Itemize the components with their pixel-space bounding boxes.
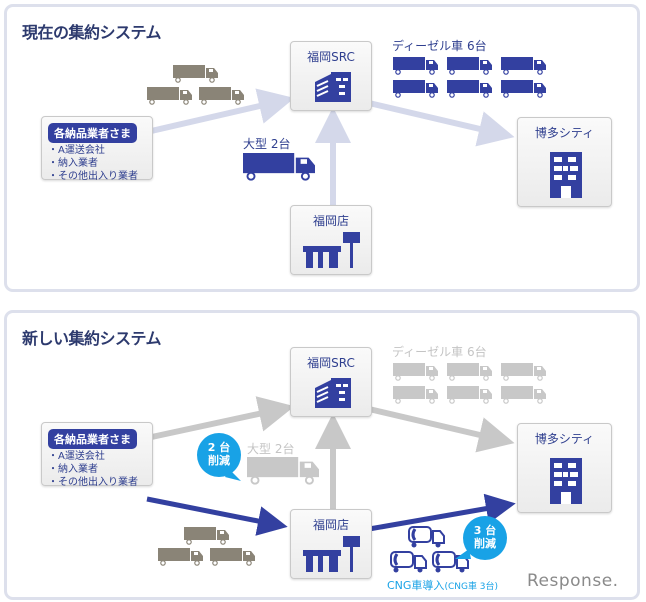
cng-truck-icon — [407, 525, 446, 549]
flow-arrows — [146, 362, 547, 574]
truck-icon — [500, 385, 547, 404]
large-truck-label: 大型 2台 — [247, 442, 295, 456]
truck-icon — [446, 362, 493, 381]
large-truck-icon — [242, 152, 316, 181]
office-building-icon — [550, 152, 582, 198]
bubble-text: 削減 — [474, 537, 496, 550]
office-building-icon — [550, 458, 582, 504]
vendor-item: ・納入業者 — [48, 158, 98, 169]
arrow-vendor-to-src — [146, 396, 295, 441]
factory-building-icon — [315, 378, 351, 408]
reduction-bubble-3: 3 台 削減 — [463, 516, 507, 560]
truck-icon — [146, 86, 193, 105]
panel-title: 新しい集約システム — [22, 329, 162, 348]
truck-icon — [392, 79, 439, 98]
panel-title: 現在の集約システム — [22, 23, 162, 42]
fukuoka-store-node: 福岡店 — [290, 205, 372, 275]
cng-label: CNG車導入(CNG車 3台) — [387, 577, 498, 593]
vendors-node: 各納品業者さま ・A運送会社 ・納入業者 ・その他出入り業者 — [41, 116, 153, 183]
vendor-item: ・納入業者 — [48, 464, 98, 475]
vendor-item: ・A運送会社 — [48, 145, 105, 156]
arrow-vendor-to-store — [146, 496, 288, 536]
factory-building-icon — [315, 72, 351, 102]
truck-icon — [446, 56, 493, 75]
arrow-src-to-city — [368, 100, 515, 147]
truck-icon — [172, 64, 219, 83]
fukuoka-src-node: 福岡SRC — [290, 41, 372, 111]
node-label: 福岡店 — [312, 214, 349, 228]
fukuoka-store-node: 福岡店 — [290, 509, 372, 579]
vendor-item: ・その他出入り業者 — [48, 171, 138, 182]
store-icon — [303, 232, 360, 268]
reduction-bubble-2: 2 台 削減 — [197, 433, 241, 477]
vendors-node: 各納品業者さま ・A運送会社 ・納入業者 ・その他出入り業者 — [41, 422, 153, 489]
arrow-src-to-city — [368, 406, 515, 453]
flow-arrows — [146, 56, 547, 205]
arrow-vendor-to-src — [146, 88, 295, 135]
truck-icon — [446, 79, 493, 98]
node-label: 福岡SRC — [307, 50, 355, 64]
cng-label-note: (CNG車 3台) — [444, 582, 499, 592]
cng-truck-icon — [389, 550, 428, 574]
cng-label-main: CNG車導入 — [387, 579, 445, 592]
truck-icon — [392, 385, 439, 404]
large-truck-icon — [246, 456, 320, 485]
truck-icon — [209, 547, 256, 566]
store-icon — [303, 536, 360, 572]
hakata-city-node: 博多シティ — [517, 423, 612, 513]
node-label: 博多シティ — [534, 432, 595, 446]
current-system-panel: 現在の集約システム ディーゼル車 6台 大型 2台 福岡SRC — [4, 4, 640, 292]
truck-icon — [198, 86, 245, 105]
truck-icon — [183, 526, 230, 545]
vendor-item: ・A運送会社 — [48, 451, 105, 462]
diesel-trucks-label: ディーゼル車 6台 — [392, 345, 487, 359]
bubble-count: 2 台 — [207, 441, 231, 454]
truck-icon — [446, 385, 493, 404]
vendors-list: ・A運送会社 ・納入業者 ・その他出入り業者 — [48, 144, 138, 183]
arrow-store-to-city — [368, 493, 516, 532]
fukuoka-src-node: 福岡SRC — [290, 347, 372, 417]
vendors-list: ・A運送会社 ・納入業者 ・その他出入り業者 — [48, 450, 138, 489]
hakata-city-node: 博多シティ — [517, 117, 612, 207]
truck-icon — [392, 362, 439, 381]
vendors-heading: 各納品業者さま — [48, 429, 137, 449]
truck-icon — [157, 547, 204, 566]
response-logo: Response. — [527, 571, 619, 591]
vendors-heading: 各納品業者さま — [48, 123, 137, 143]
truck-icon — [500, 79, 547, 98]
node-label: 福岡SRC — [307, 356, 355, 370]
bubble-count: 3 台 — [473, 524, 497, 537]
truck-icon — [500, 56, 547, 75]
truck-icon — [392, 56, 439, 75]
node-label: 博多シティ — [534, 126, 595, 140]
new-system-panel: 新しい集約システム — [4, 310, 640, 600]
node-label: 福岡店 — [312, 518, 349, 532]
diesel-trucks-label: ディーゼル車 6台 — [392, 39, 487, 53]
truck-icon — [500, 362, 547, 381]
vendor-item: ・その他出入り業者 — [48, 477, 138, 488]
bubble-text: 削減 — [208, 454, 230, 467]
large-truck-label: 大型 2台 — [243, 137, 291, 151]
